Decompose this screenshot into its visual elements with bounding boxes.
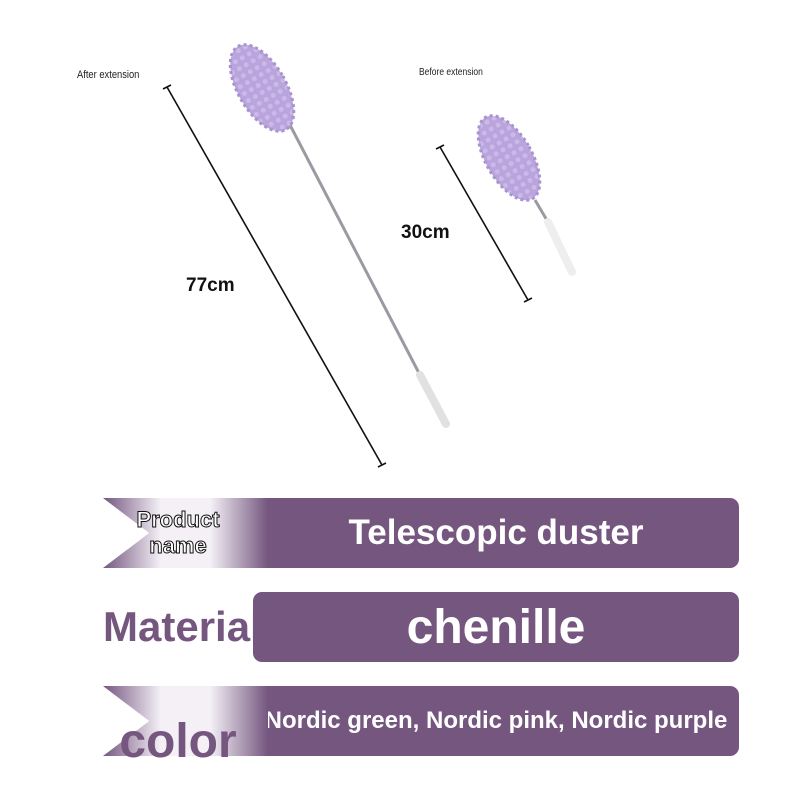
spec-label: Material xyxy=(103,603,262,650)
spec-value: chenille xyxy=(253,592,739,662)
spec-value: Telescopic duster xyxy=(253,498,739,568)
extended-duster xyxy=(228,43,450,428)
retracted-duster xyxy=(476,114,576,276)
spec-label: Product name xyxy=(136,506,220,558)
spec-value: Nordic green, Nordic pink, Nordic purple xyxy=(253,686,739,756)
spec-label: color xyxy=(119,714,237,768)
duster-illustration xyxy=(162,43,576,468)
spec-row-color: Nordic green, Nordic pink, Nordic purple… xyxy=(103,686,739,768)
dimension-line-extended xyxy=(162,84,387,468)
spec-row-material: chenille Material xyxy=(103,592,739,662)
extended-length: 77cm xyxy=(186,275,235,296)
after-extension-label: After extension xyxy=(77,69,140,81)
retracted-length: 30cm xyxy=(401,222,450,243)
before-extension-label: Before extension xyxy=(419,67,483,78)
spec-row-product-name: Telescopic duster Product name xyxy=(103,498,739,568)
dimension-line-retracted xyxy=(435,144,533,303)
